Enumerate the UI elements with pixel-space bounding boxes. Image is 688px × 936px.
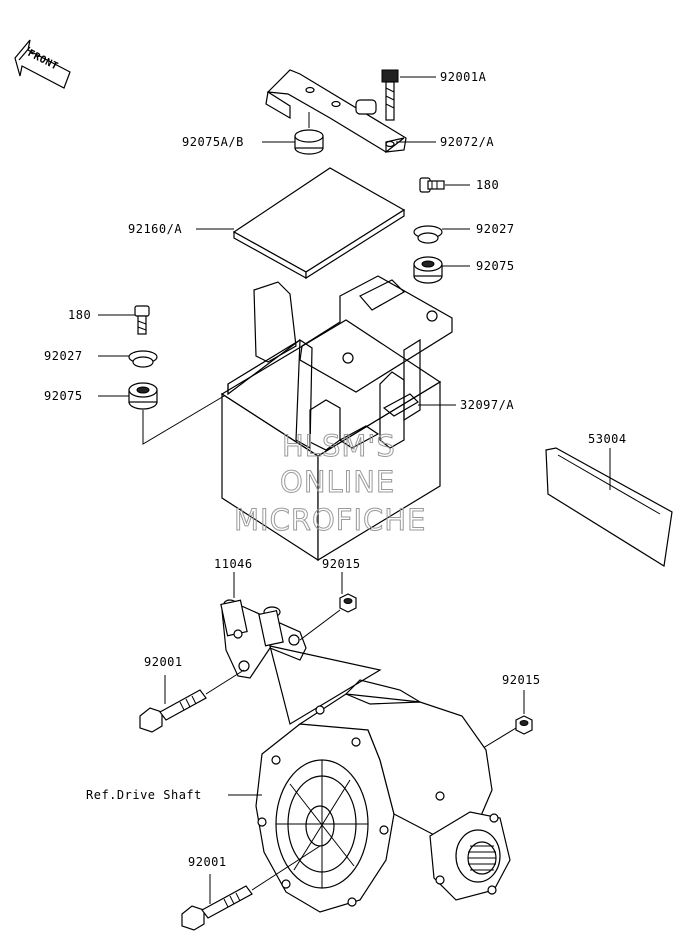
callout-53004: 53004 xyxy=(588,432,627,446)
bolt-92001a xyxy=(381,69,399,121)
bolt-92001-bottom xyxy=(181,885,253,931)
callout-180-right: 180 xyxy=(476,178,499,192)
callout-180-left: 180 xyxy=(68,308,91,322)
bolt-92001-top xyxy=(139,689,207,733)
grommet-92075-right xyxy=(413,256,443,284)
callout-92160a: 92160/A xyxy=(128,222,182,236)
callout-92001-bottom: 92001 xyxy=(188,855,227,869)
watermark: HLSM'S ONLINE MICROFICHE xyxy=(234,429,426,538)
washer-92027-right xyxy=(413,225,443,244)
callout-92015-top: 92015 xyxy=(322,557,361,571)
callout-92001-top: 92001 xyxy=(144,655,183,669)
callout-11046: 11046 xyxy=(214,557,253,571)
callout-92027-right: 92027 xyxy=(476,222,515,236)
callout-ref-drive-shaft: Ref.Drive Shaft xyxy=(86,788,202,802)
front-arrow-icon: FRONT xyxy=(14,39,71,89)
callout-92027-left: 92027 xyxy=(44,349,83,363)
callout-92075-left: 92075 xyxy=(44,389,83,403)
battery-pad-92160a xyxy=(232,167,406,280)
final-gear-case xyxy=(255,679,511,913)
watermark-line-3: MICROFICHE xyxy=(234,503,426,537)
nut-92015-top xyxy=(339,593,357,613)
watermark-line-2: ONLINE xyxy=(280,465,395,499)
callout-92001a: 92001A xyxy=(440,70,487,84)
hold-down-bracket xyxy=(265,69,407,154)
bolt-180-right xyxy=(419,177,445,193)
callout-92075ab: 92075A/B xyxy=(182,135,244,149)
bolt-180-left xyxy=(134,305,150,335)
callout-92072a: 92072/A xyxy=(440,135,494,149)
warning-label-53004 xyxy=(545,447,673,567)
nut-92015-right xyxy=(515,715,533,735)
bracket-11046 xyxy=(220,599,307,679)
battery-case-32097a xyxy=(220,275,453,562)
callout-32097a: 32097/A xyxy=(460,398,514,412)
watermark-line-1: HLSM'S xyxy=(282,429,396,463)
callout-92015-right: 92015 xyxy=(502,673,541,687)
cushion-92075ab xyxy=(294,129,324,155)
washer-92027-left xyxy=(128,350,158,368)
callout-92075-right: 92075 xyxy=(476,259,515,273)
grommet-92075-left xyxy=(128,382,158,410)
